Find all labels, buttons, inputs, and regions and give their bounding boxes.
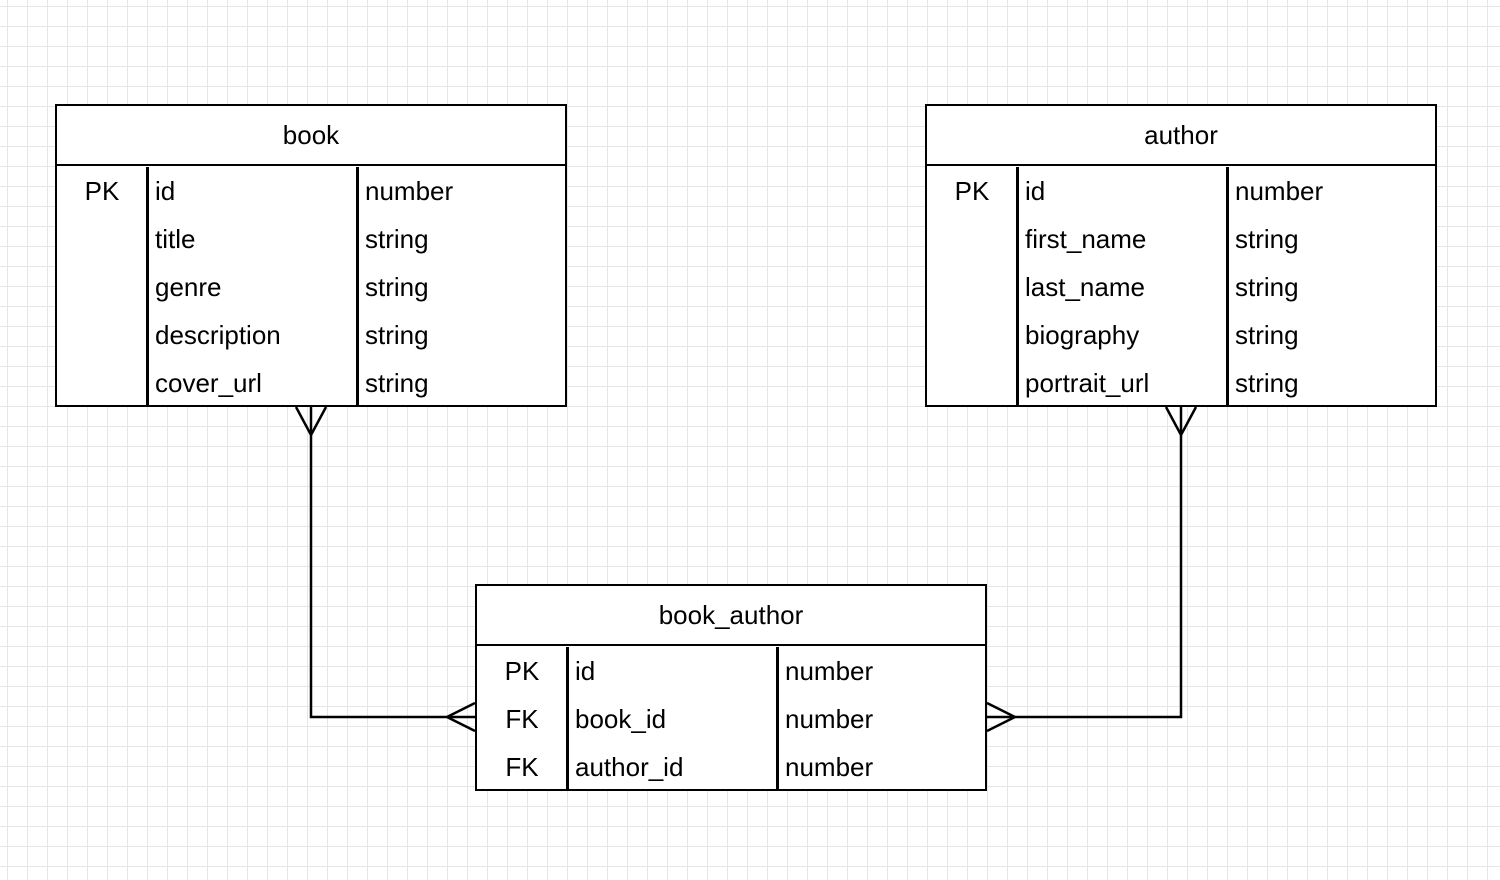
column-divider	[1226, 166, 1229, 405]
field-row[interactable]: biography string	[927, 311, 1435, 359]
entity-fields: PK id number title string genre string d…	[57, 166, 565, 407]
field-row[interactable]: FK book_id number	[477, 695, 985, 743]
field-key: PK	[84, 175, 120, 206]
entity-title: book	[57, 106, 565, 166]
field-row[interactable]: PK id number	[927, 167, 1435, 215]
crowfoot-book-end	[294, 406, 328, 438]
field-type: number	[785, 751, 874, 782]
field-type: string	[1235, 367, 1299, 398]
field-row[interactable]: FK author_id number	[477, 743, 985, 791]
field-key: PK	[504, 655, 540, 686]
field-name: portrait_url	[1025, 367, 1150, 398]
field-name: first_name	[1025, 223, 1147, 254]
field-row[interactable]: PK id number	[477, 647, 985, 695]
field-row[interactable]: last_name string	[927, 263, 1435, 311]
crowfoot-book-author-left-end	[444, 701, 476, 733]
entity-title: author	[927, 106, 1435, 166]
field-name: genre	[155, 271, 222, 302]
entity-fields: PK id number first_name string last_name…	[927, 166, 1435, 407]
connector-author-book-author[interactable]	[987, 407, 1183, 719]
column-divider	[356, 166, 359, 405]
crowfoot-book-author-right-end	[986, 701, 1018, 733]
column-divider	[146, 166, 149, 405]
field-name: title	[155, 223, 196, 254]
crowfoot-author-end	[1164, 406, 1198, 438]
field-name: cover_url	[155, 367, 262, 398]
field-type: string	[1235, 319, 1299, 350]
field-key: FK	[505, 751, 539, 782]
field-type: number	[1235, 175, 1324, 206]
entity-fields: PK id number FK book_id number FK author…	[477, 646, 985, 791]
field-name: id	[155, 175, 176, 206]
field-name: description	[155, 319, 281, 350]
field-type: string	[365, 271, 429, 302]
field-key: PK	[954, 175, 990, 206]
field-name: id	[575, 655, 596, 686]
column-divider	[776, 646, 779, 789]
field-name: author_id	[575, 751, 684, 782]
field-type: string	[365, 367, 429, 398]
field-name: id	[1025, 175, 1046, 206]
entity-title: book_author	[477, 586, 985, 646]
field-row[interactable]: portrait_url string	[927, 359, 1435, 407]
field-key: FK	[505, 703, 539, 734]
entity-book[interactable]: book PK id number title string genre str…	[55, 104, 567, 407]
field-row[interactable]: genre string	[57, 263, 565, 311]
column-divider	[566, 646, 569, 789]
field-name: biography	[1025, 319, 1140, 350]
field-type: string	[365, 223, 429, 254]
field-name: last_name	[1025, 271, 1145, 302]
field-name: book_id	[575, 703, 667, 734]
column-divider	[1016, 166, 1019, 405]
entity-book-author[interactable]: book_author PK id number FK book_id numb…	[475, 584, 987, 791]
connector-book-book-author[interactable]	[309, 407, 475, 719]
field-type: number	[785, 655, 874, 686]
field-row[interactable]: description string	[57, 311, 565, 359]
field-type: string	[1235, 271, 1299, 302]
field-type: string	[365, 319, 429, 350]
field-row[interactable]: cover_url string	[57, 359, 565, 407]
field-row[interactable]: PK id number	[57, 167, 565, 215]
field-type: string	[1235, 223, 1299, 254]
field-type: number	[785, 703, 874, 734]
field-row[interactable]: first_name string	[927, 215, 1435, 263]
field-type: number	[365, 175, 454, 206]
entity-author[interactable]: author PK id number first_name string la…	[925, 104, 1437, 407]
field-row[interactable]: title string	[57, 215, 565, 263]
